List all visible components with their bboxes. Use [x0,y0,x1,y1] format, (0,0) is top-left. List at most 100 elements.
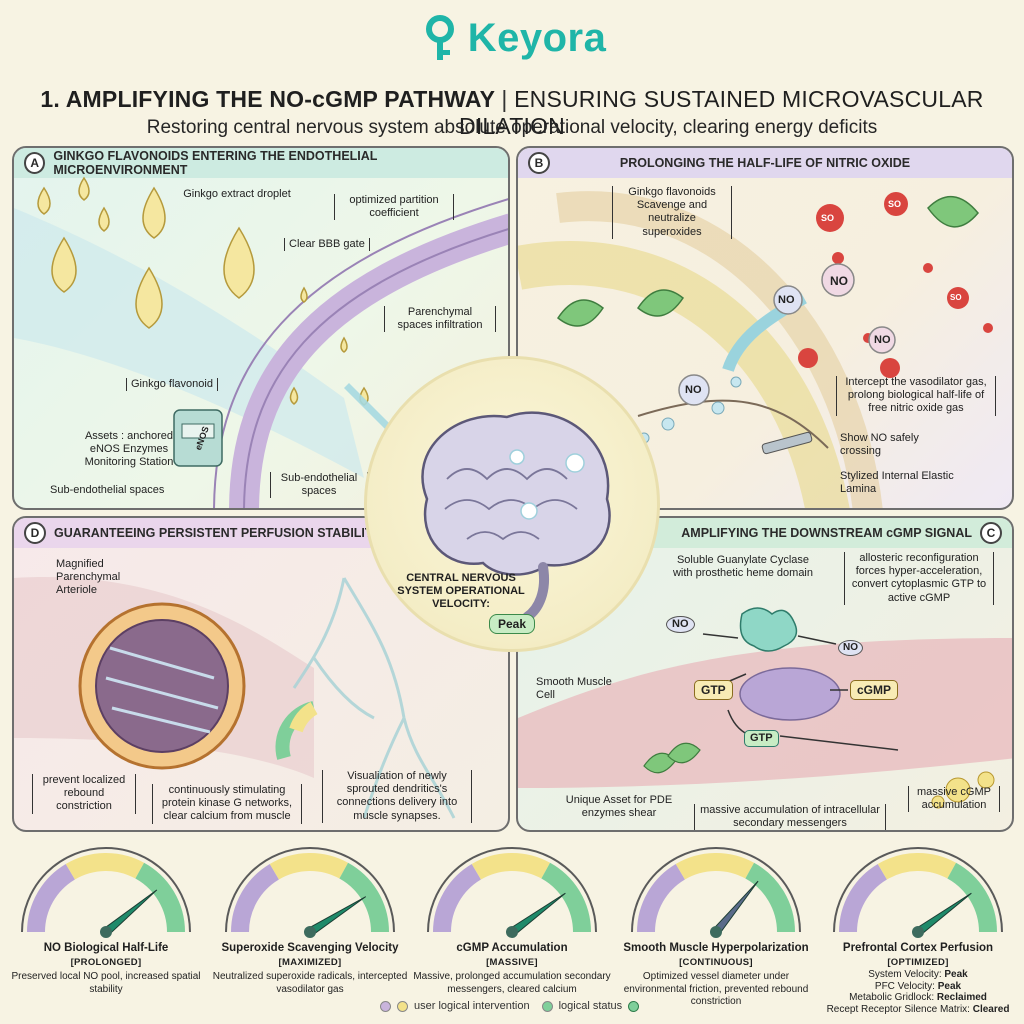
panel-a-title: GINKGO FLAVONOIDS ENTERING THE ENDOTHELI… [53,149,378,177]
gauge-row-item: System Velocity: Peak [868,969,968,980]
label-bbb: Clear BBB gate [284,238,370,252]
gauge-band-high [541,862,591,933]
so-radical-1: SO [821,213,835,223]
label-allosteric: allosteric reconfiguration forces hyper-… [844,552,994,605]
gauge-title: Superoxide Scavenging Velocity [221,942,399,954]
panel-a-header: A GINKGO FLAVONOIDS ENTERING THE ENDOTHE… [14,148,508,178]
panel-a-badge: A [24,152,46,174]
gauge-desc: Preserved local NO pool, increased spati… [11,971,201,995]
gauge-status: [MAXIMIZED] [278,957,342,968]
label-accumulation: massive accumulation of intracellular se… [694,804,886,830]
gauge-band-low [839,864,888,933]
gauge-status: [MASSIVE] [486,957,538,968]
no-molecule-4: NO [685,384,702,396]
gauge-band-high [745,862,795,933]
label-intercept: Intercept the vasodilator gas, prolong b… [836,376,996,416]
panel-d-illustration [14,577,456,819]
cns-velocity-label: CENTRAL NERVOUS SYSTEM OPERATIONAL VELOC… [397,572,525,611]
gauge-band-mid [269,853,349,880]
panel-a: A GINKGO FLAVONOIDS ENTERING THE ENDOTHE… [12,146,510,510]
title-separator: | [501,86,508,112]
label-arteriole: Magnified Parenchymal Arteriole [56,558,121,597]
brand-name: Keyora [467,15,607,60]
gauge-band-low [231,864,280,933]
label-sub-endo: Sub-endothelial spaces [50,484,165,496]
gauge-superoxide: Superoxide Scavenging Velocity [MAXIMIZE… [210,840,410,996]
gauge-row-item: Metabolic Gridlock: Reclaimed [849,992,987,1003]
legend-dot-purple [380,1000,391,1012]
gtp-box: GTP [694,680,733,701]
gauge-title: cGMP Accumulation [456,942,568,954]
gauge-band-high [339,862,389,933]
no-molecule-1: NO [830,274,848,288]
no-molecule-3: NO [874,334,891,346]
brand-logo: Keyora [0,12,1024,64]
legend-intervention: user logical intervention [414,1000,530,1012]
gauge-status: [CONTINUOUS] [679,957,753,968]
gauge-band-high [135,862,185,933]
label-sub-endo-spaces: Sub-endothelial spaces [270,472,368,499]
label-pde: Unique Asset for PDE enzymes shear [565,794,673,820]
gauge-frame [631,847,801,933]
panel-d: D GUARANTEEING PERSISTENT PERFUSION STAB… [12,516,510,832]
gauge-needle [102,889,158,936]
page-subtitle: Restoring central nervous system absolut… [146,117,878,138]
gauge-row: NO Biological Half-Life [PROLONGED] Pres… [0,840,1024,1020]
panel-b: B PROLONGING THE HALF-LIFE OF NITRIC OXI… [516,146,1014,510]
gauge-frame [427,847,597,933]
no-molecule-c2: NO [838,640,863,656]
cns-velocity-value: Peak [489,614,536,634]
so-radical-2: SO [888,199,902,209]
gauge-hub [710,926,722,938]
central-brain [364,356,660,652]
gauge-band-low [27,864,76,933]
cgmp-box: cGMP [850,680,899,701]
label-scavenge: Ginkgo flavonoids Scavenge and neutraliz… [612,186,732,239]
gauge-title: Smooth Muscle Hyperpolarization [623,942,809,954]
gauge-status: [OPTIMIZED] [887,957,949,968]
label-show-no: Show NO safely crossing [840,432,919,458]
legend-status: logical status [558,1000,623,1012]
gauge-rows: System Velocity: Peak PFC Velocity: Peak… [818,969,1018,1015]
gauge-desc: Optimized vessel diameter under environm… [623,971,809,1007]
gauge-status: [PROLONGED] [70,957,142,968]
gauge-frame [833,847,1003,933]
gauge-desc: Neutralized superoxide radicals, interce… [212,971,408,995]
gauge-hub [304,926,316,938]
panel-c-badge: C [980,522,1002,544]
gauge-title: Prefrontal Cortex Perfusion [842,942,994,954]
legend-dot-yellow [397,1000,408,1012]
gauge-desc: Massive, prolonged accumulation secondar… [413,971,611,995]
gauge-meter [21,847,191,938]
no-molecule-2: NO [778,294,795,306]
label-smooth: Smooth Muscle Cell [536,676,612,702]
gauge-no-half-life: NO Biological Half-Life [PROLONGED] Pres… [6,840,206,996]
gauge-band-mid [471,853,551,880]
gauge-needle [307,896,367,937]
gauge-meter [833,847,1003,938]
panel-b-header: B PROLONGING THE HALF-LIFE OF NITRIC OXI… [518,148,1012,178]
gauge-needle [508,892,566,936]
panel-b-badge: B [528,152,550,174]
gauge-needle [712,880,759,936]
gauge-band-low [433,864,482,933]
gauge-title: NO Biological Half-Life [43,942,169,954]
legend-dot-green-2 [628,1000,640,1012]
label-lamina: Stylized Internal Elastic Lamina [840,470,954,496]
panel-b-title: PROLONGING THE HALF-LIFE OF NITRIC OXIDE [619,156,911,170]
gtp-box-2: GTP [744,730,779,748]
label-parenchymal: Parenchymal spaces infiltration [384,306,496,333]
gauge-hub [100,926,112,938]
legend: user logical intervention logical status [380,1000,640,1012]
gauge-band-high [947,862,997,933]
gauge-meter [631,847,801,938]
gauge-needle [914,892,972,936]
gauge-row-item: Recept Receptor Silence Matrix: Cleared [826,1003,1010,1015]
label-flavonoid: Ginkgo flavonoid [126,378,218,392]
label-cgmp-acc: massive cGMP accumulation [908,786,1000,813]
gauge-band-mid [65,853,145,880]
label-guanylate: Soluble Guanylate Cyclase with prostheti… [672,554,813,580]
gauge-hub [506,926,518,938]
gauge-hub [912,926,924,938]
label-assets: Assets : anchored eNOS Enzymes Monitorin… [84,430,174,469]
